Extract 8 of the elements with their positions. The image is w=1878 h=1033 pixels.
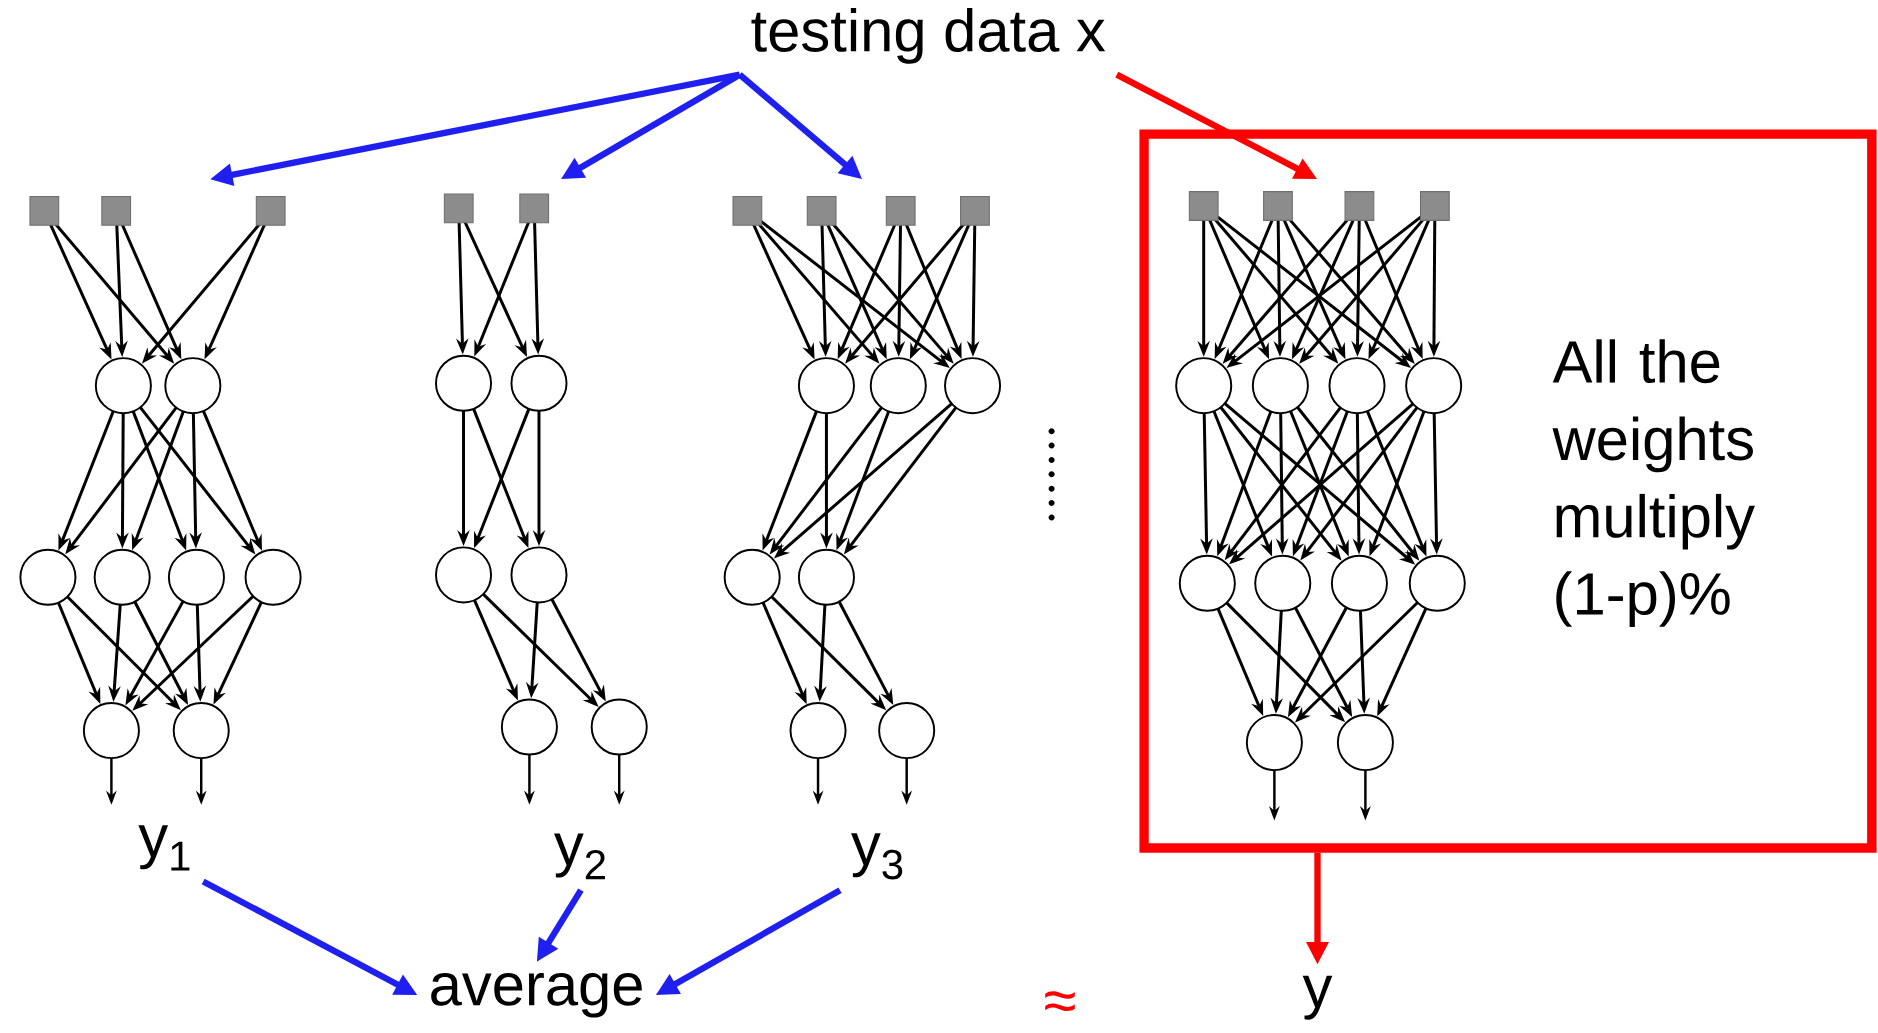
output-label: y$_{3}$ [851, 833, 903, 880]
output-label: y$_{2}$ [554, 833, 605, 880]
output-label: average [431, 973, 642, 1018]
output-label: y [1302, 975, 1333, 1020]
outline-box: All the weights multiply (1-p)% [1139, 129, 1877, 853]
approx-sign: ≈ [1045, 991, 1075, 1011]
output-label: y$_{1}$ [138, 825, 190, 871]
heading: testing data x [751, 8, 1106, 64]
